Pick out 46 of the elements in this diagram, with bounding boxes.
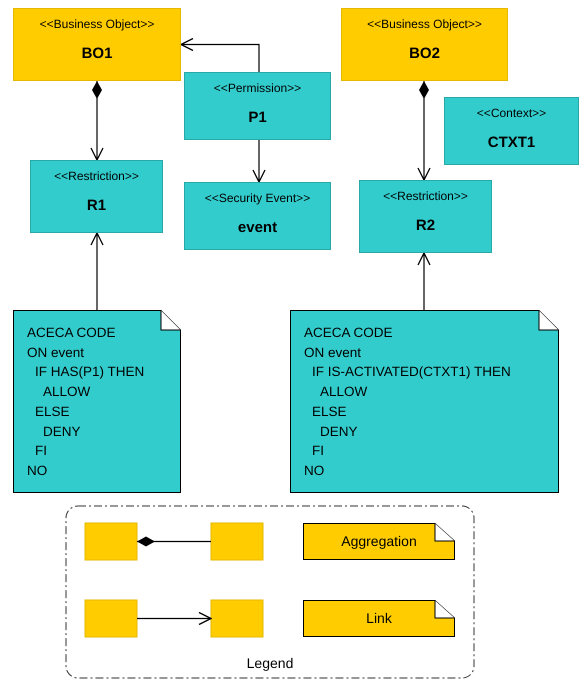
- class-box: [13, 8, 181, 81]
- class-box: [184, 72, 331, 140]
- element-name: R1: [86, 197, 108, 214]
- legend-title: Legend: [246, 655, 294, 671]
- code-line: ALLOW: [43, 384, 90, 400]
- code-line: IF HAS(P1) THEN: [35, 364, 144, 380]
- stereotype-label: <<Business Object>>: [38, 17, 156, 31]
- element-name: CTXT1: [486, 134, 536, 151]
- stereotype-label: <<Context>>: [476, 106, 548, 120]
- element-name: R2: [414, 217, 436, 234]
- stereotype-label: <<Restriction>>: [382, 189, 469, 203]
- code-line: ON event: [304, 344, 362, 360]
- connector-arrow: [252, 140, 266, 183]
- class-box: [341, 8, 508, 81]
- code-line: DENY: [320, 424, 358, 438]
- class-box: [444, 97, 579, 165]
- code-line: IF IS-ACTIVATED(CTXT1) THEN: [312, 364, 511, 380]
- code-line: FI: [312, 443, 324, 458]
- element-name: BO1: [80, 45, 114, 62]
- class-box: [30, 160, 163, 233]
- connector-arrow: [417, 252, 431, 310]
- code-line: NO: [304, 462, 324, 478]
- element-name: P1: [247, 109, 268, 126]
- stereotype-label: <<Permission>>: [212, 81, 302, 95]
- class-box: [359, 180, 492, 253]
- code-line: ELSE: [312, 404, 347, 419]
- legend-text: Aggregation: [340, 533, 418, 549]
- code-line: ELSE: [35, 404, 70, 419]
- code-line: ALLOW: [320, 384, 368, 400]
- code-line: ACECA CODE: [27, 325, 116, 340]
- legend-text: Link: [365, 610, 393, 626]
- code-line: ON event: [27, 344, 84, 360]
- stereotype-label: <<Security Event>>: [204, 191, 312, 205]
- connector-arrow: [90, 232, 104, 310]
- code-line: DENY: [43, 424, 81, 438]
- connector-arrow: [90, 81, 104, 161]
- code-line: ACECA CODE: [304, 325, 393, 340]
- connector-arrow: [180, 38, 260, 72]
- code-line: NO: [27, 462, 48, 478]
- class-box: [184, 182, 331, 250]
- connector-arrow: [417, 81, 431, 181]
- element-name: BO2: [408, 45, 441, 62]
- stereotype-label: <<Business Object>>: [366, 17, 483, 31]
- stereotype-label: <<Restriction>>: [53, 169, 140, 183]
- code-line: FI: [35, 443, 47, 458]
- element-name: event: [236, 219, 278, 236]
